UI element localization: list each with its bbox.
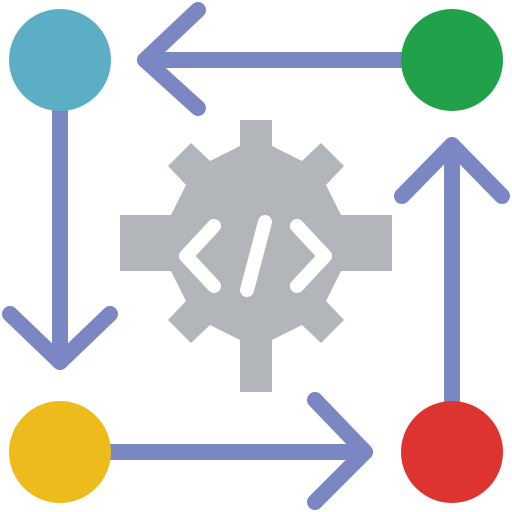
node-bottom-left xyxy=(9,401,111,503)
right-angle-bracket xyxy=(290,219,332,293)
left-angle-bracket xyxy=(179,219,221,293)
node-bottom-right xyxy=(401,401,503,503)
node-top-right xyxy=(401,9,503,111)
forward-slash xyxy=(240,215,272,297)
arrow-left-top xyxy=(137,2,416,116)
arrow-up-right xyxy=(394,137,510,410)
node-top-left xyxy=(9,9,111,111)
code-brackets-icon xyxy=(179,215,332,297)
arrow-right-bottom xyxy=(100,392,373,510)
arrow-down-left xyxy=(2,100,118,370)
